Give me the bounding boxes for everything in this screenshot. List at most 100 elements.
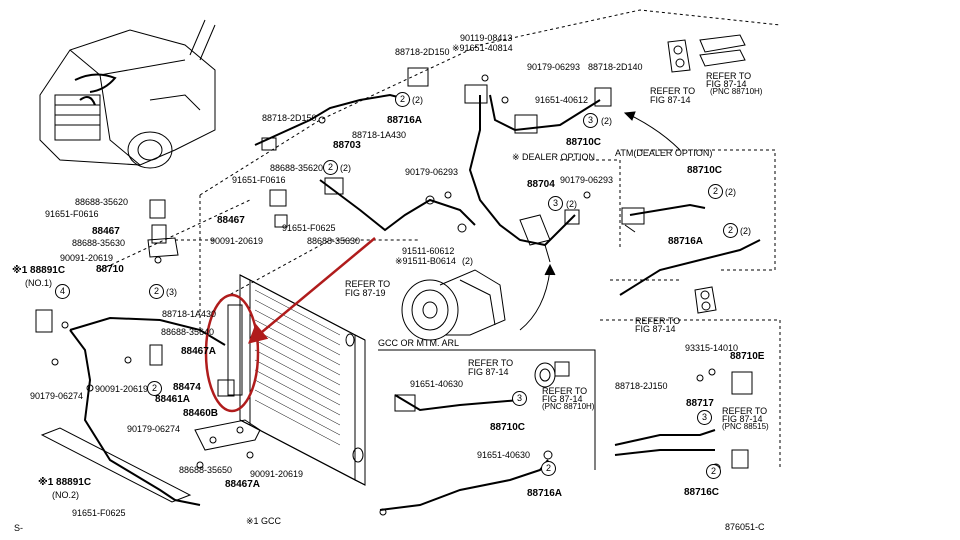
callout-3-c: 3 (512, 391, 527, 406)
label-90179-06293-top: 90179-06293 (527, 62, 581, 72)
callout-2-h: 2 (706, 464, 721, 479)
arrow-atm (629, 114, 681, 151)
label-88467-b: 88467 (92, 226, 120, 237)
label-refer-fig-87-19-1: REFER TO (345, 279, 391, 289)
label-refer-c: REFER TO (635, 316, 681, 326)
label-corner-s: S- (14, 523, 23, 533)
label-fig-code: 876051-C (725, 522, 765, 532)
red-annotation (204, 237, 376, 413)
label-refer-f3: (PNC 88515) (722, 422, 769, 431)
label-refer-b3: (PNC 88710H) (710, 87, 763, 96)
label-refer-c2: FIG 87-14 (635, 324, 676, 334)
label-refer-e: REFER TO (542, 386, 588, 396)
label-88467-a: 88467 (217, 215, 245, 226)
label-88688-35620-a: 88688-35620 (270, 163, 324, 173)
callout-q2-b: (2) (601, 116, 612, 126)
label-90091-20619-c: 90091-20619 (95, 384, 149, 394)
pipe-88710 (35, 309, 226, 506)
label-88688-35620-b: 88688-35620 (75, 197, 129, 207)
label-refer-d2: FIG 87-14 (468, 367, 509, 377)
label-refer-a2: FIG 87-14 (650, 95, 691, 105)
label-refer-a: REFER TO (650, 86, 696, 96)
label-91651-40814: ※91651-40814 (452, 43, 513, 53)
callout-4: 4 (55, 284, 70, 299)
label-88703: 88703 (333, 140, 361, 151)
label-88717: 88717 (686, 398, 714, 409)
label-90091-20619-a: 90091-20619 (210, 236, 264, 246)
label-88716A-gcc: 88716A (527, 488, 563, 499)
label-88716A-atm: 88716A (668, 236, 704, 247)
label-88688-35650: 88688-35650 (179, 465, 233, 475)
callout-2-d: 2 (723, 223, 738, 238)
label-88467A-a: 88467A (181, 346, 217, 357)
label-88461A: 88461A (155, 394, 191, 405)
label-88474: 88474 (173, 382, 201, 393)
callout-3-b: 3 (548, 196, 563, 211)
label-refer-e3: (PNC 88710H) (542, 402, 595, 411)
label-dealer-option: ※ DEALER OPTION (512, 152, 596, 162)
label-refer-b: REFER TO (706, 71, 752, 81)
label-91651-F0616-a: 91651-F0616 (232, 175, 286, 185)
label-88688-35630-b: 88688-35630 (307, 236, 361, 246)
label-88716C: 88716C (684, 487, 720, 498)
label-refer-b2: FIG 87-14 (706, 79, 747, 89)
label-refer-e2: FIG 87-14 (542, 394, 583, 404)
label-91651-40630-a: 91651-40630 (410, 379, 464, 389)
callout-q2-g: (2) (462, 256, 473, 266)
label-88891C-2-no: (NO.2) (52, 490, 79, 500)
label-91651-F0625-a: 91651-F0625 (282, 223, 336, 233)
label-91511-B0614: ※91511-B0614 (395, 256, 456, 266)
label-90091-20619-d: 90091-20619 (250, 469, 304, 479)
label-88891C-2: ※1 88891C (38, 477, 92, 488)
label-refer-fig-87-19-2: FIG 87-19 (345, 288, 386, 298)
label-91651-40612: 91651-40612 (535, 95, 589, 105)
callout-2-g: 2 (541, 461, 556, 476)
label-90119-08413: 90119-08413 (460, 33, 513, 43)
hose-88703 (254, 67, 476, 232)
callout-q3: (3) (166, 287, 177, 297)
label-88710C-gcc: 88710C (490, 422, 526, 433)
label-88718-2D150-left: 88718-2D150 (262, 113, 317, 123)
label-91651-F0625-b: 91651-F0625 (72, 508, 126, 518)
label-88718-1A430-top: 88718-1A430 (352, 130, 407, 140)
callout-3-d: 3 (697, 410, 712, 425)
vehicle-sketch (39, 19, 216, 169)
bracket-88467 (147, 199, 179, 264)
label-90179-06274-b: 90179-06274 (127, 424, 181, 434)
arrow-compressor (519, 269, 551, 331)
label-88718-2D150-top: 88718-2D150 (395, 47, 450, 57)
label-88718-2D140: 88718-2D140 (588, 62, 643, 72)
callout-q2-c: (2) (340, 163, 351, 173)
label-88891C-1: ※1 88891C (12, 265, 66, 276)
compressor (401, 223, 506, 341)
label-91651-40630-b: 91651-40630 (477, 450, 531, 460)
callout-q2-d: (2) (725, 187, 736, 197)
atm-pipes (619, 203, 761, 314)
callout-2-f: 2 (147, 381, 162, 396)
label-88718-1A430-left: 88718-1A430 (162, 309, 217, 319)
bracket-88460B (194, 419, 261, 469)
callout-q2-e: (2) (566, 199, 577, 209)
callout-3-a: 3 (583, 113, 598, 128)
label-88710C-top: 88710C (566, 137, 602, 148)
label-refer-f: REFER TO (722, 406, 768, 416)
callout-q2-a: (2) (412, 95, 423, 105)
label-91511-60612: 91511-60612 (402, 246, 455, 256)
callout-2-c: 2 (708, 184, 723, 199)
label-88710-left: 88710 (96, 264, 124, 275)
label-88718-2J150: 88718-2J150 (615, 381, 668, 391)
condenser (217, 274, 366, 486)
label-refer-d: REFER TO (468, 358, 514, 368)
label-gcc-mtm: GCC OR MTM. ARL (378, 338, 460, 348)
label-88688-35630-a: 88688-35630 (72, 238, 126, 248)
label-88688-35640: 88688-35640 (161, 327, 215, 337)
label-88460B: 88460B (183, 408, 219, 419)
label-90179-06274-a: 90179-06274 (30, 391, 84, 401)
label-90179-06293-mid: 90179-06293 (405, 167, 459, 177)
label-90179-06293-right: 90179-06293 (560, 175, 614, 185)
callout-q2-f: (2) (740, 226, 751, 236)
label-88704: 88704 (527, 179, 555, 190)
label-90091-20619-b: 90091-20619 (60, 253, 114, 263)
seal-88891C (40, 427, 192, 503)
